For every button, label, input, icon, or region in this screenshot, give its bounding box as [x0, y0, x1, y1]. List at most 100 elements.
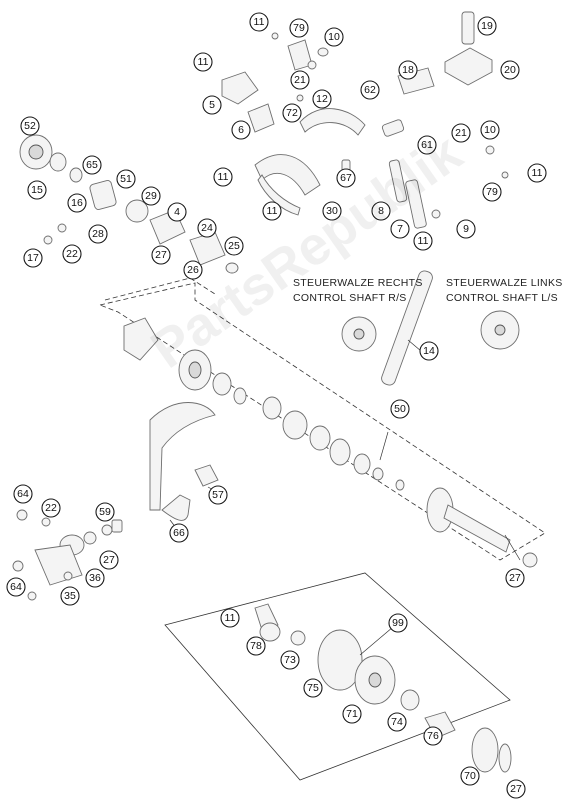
callout-c46[interactable]: 59 [95, 502, 115, 522]
svg-text:11: 11 [225, 612, 236, 624]
svg-text:7: 7 [397, 223, 403, 235]
callout-c44[interactable]: 57 [208, 485, 228, 505]
callout-c42[interactable]: 50 [390, 399, 410, 419]
callout-c16[interactable]: 21 [451, 123, 471, 143]
svg-text:5: 5 [209, 99, 215, 111]
callout-c9[interactable]: 20 [500, 60, 520, 80]
svg-text:50: 50 [394, 403, 406, 415]
callout-c7[interactable]: 62 [360, 80, 380, 100]
callout-c53[interactable]: 11 [220, 608, 240, 628]
callout-c55[interactable]: 78 [246, 636, 266, 656]
callout-c15[interactable]: 61 [417, 135, 437, 155]
callout-c47[interactable]: 66 [169, 523, 189, 543]
callout-c5[interactable]: 11 [193, 52, 213, 72]
svg-text:35: 35 [64, 590, 76, 602]
callout-c25[interactable]: 16 [67, 193, 87, 213]
svg-text:17: 17 [27, 252, 39, 264]
callout-c62[interactable]: 27 [506, 779, 526, 799]
callout-c31[interactable]: 28 [88, 224, 108, 244]
callout-c58[interactable]: 71 [342, 704, 362, 724]
control-shaft-right-de: STEUERWALZE RECHTS [293, 277, 423, 289]
callout-c38[interactable]: 27 [151, 245, 171, 265]
svg-text:67: 67 [340, 172, 352, 184]
callout-c19[interactable]: 15 [27, 180, 47, 200]
callout-c14[interactable]: 6 [231, 120, 251, 140]
callout-c54[interactable]: 99 [388, 613, 408, 633]
kit-99-parts [254, 603, 512, 773]
svg-text:24: 24 [201, 222, 213, 234]
callout-c13[interactable]: 52 [20, 116, 40, 136]
svg-text:11: 11 [267, 205, 278, 217]
callout-c3[interactable]: 10 [324, 27, 344, 47]
callout-c32[interactable]: 24 [197, 218, 217, 238]
callout-c33[interactable]: 7 [390, 219, 410, 239]
svg-text:6: 6 [238, 124, 244, 136]
svg-text:79: 79 [293, 22, 305, 34]
svg-text:22: 22 [66, 248, 78, 260]
callout-c41[interactable]: 14 [419, 341, 439, 361]
callout-c23[interactable]: 11 [527, 163, 547, 183]
callout-c29[interactable]: 8 [371, 201, 391, 221]
svg-text:8: 8 [378, 205, 384, 217]
callout-c2[interactable]: 79 [289, 18, 309, 38]
callout-c36[interactable]: 17 [23, 248, 43, 268]
callout-c11[interactable]: 72 [282, 103, 302, 123]
svg-text:11: 11 [218, 171, 229, 183]
callout-c40[interactable]: 26 [183, 260, 203, 280]
callout-c56[interactable]: 73 [280, 650, 300, 670]
svg-text:64: 64 [17, 488, 29, 500]
svg-text:74: 74 [391, 716, 403, 728]
svg-text:75: 75 [307, 682, 319, 694]
svg-text:14: 14 [423, 345, 435, 357]
callout-c52[interactable]: 27 [505, 568, 525, 588]
svg-text:99: 99 [392, 617, 404, 629]
callout-c6[interactable]: 21 [290, 70, 310, 90]
callout-c18[interactable]: 65 [82, 155, 102, 175]
callout-c24[interactable]: 79 [482, 182, 502, 202]
callout-c48[interactable]: 27 [99, 550, 119, 570]
callout-c45[interactable]: 22 [41, 498, 61, 518]
callout-c22[interactable]: 67 [336, 168, 356, 188]
callout-c34[interactable]: 9 [456, 219, 476, 239]
shift-drum-parts [123, 270, 538, 568]
svg-text:11: 11 [198, 56, 209, 68]
callout-c51[interactable]: 35 [60, 586, 80, 606]
svg-text:30: 30 [326, 205, 338, 217]
callout-c49[interactable]: 36 [85, 568, 105, 588]
svg-text:51: 51 [120, 173, 132, 185]
svg-text:27: 27 [510, 783, 522, 795]
callout-c61[interactable]: 70 [460, 766, 480, 786]
callout-c26[interactable]: 29 [141, 186, 161, 206]
callout-c37[interactable]: 22 [62, 244, 82, 264]
callout-c10[interactable]: 5 [202, 95, 222, 115]
callout-c17[interactable]: 10 [480, 120, 500, 140]
callout-c4[interactable]: 19 [477, 16, 497, 36]
callout-c30[interactable]: 4 [167, 202, 187, 222]
svg-text:21: 21 [455, 127, 467, 139]
svg-text:36: 36 [89, 572, 101, 584]
callout-c50[interactable]: 64 [6, 577, 26, 597]
svg-text:15: 15 [31, 184, 43, 196]
callout-c59[interactable]: 74 [387, 712, 407, 732]
callout-c12[interactable]: 12 [312, 89, 332, 109]
svg-text:64: 64 [10, 581, 22, 593]
callout-c21[interactable]: 11 [213, 167, 233, 187]
svg-text:70: 70 [464, 770, 476, 782]
callout-c1[interactable]: 11 [249, 12, 269, 32]
callout-c57[interactable]: 75 [303, 678, 323, 698]
assembly-outline-50 [98, 282, 546, 561]
callout-c8[interactable]: 18 [398, 60, 418, 80]
callout-c39[interactable]: 25 [224, 236, 244, 256]
svg-text:66: 66 [173, 527, 185, 539]
svg-text:78: 78 [250, 640, 262, 652]
callout-c27[interactable]: 11 [262, 201, 282, 221]
callout-c60[interactable]: 76 [423, 726, 443, 746]
callout-c35[interactable]: 11 [413, 231, 433, 251]
svg-text:73: 73 [284, 654, 296, 666]
callout-c43[interactable]: 64 [13, 484, 33, 504]
svg-text:59: 59 [99, 506, 111, 518]
callout-c28[interactable]: 30 [322, 201, 342, 221]
callout-c20[interactable]: 51 [116, 169, 136, 189]
svg-text:76: 76 [427, 730, 439, 742]
